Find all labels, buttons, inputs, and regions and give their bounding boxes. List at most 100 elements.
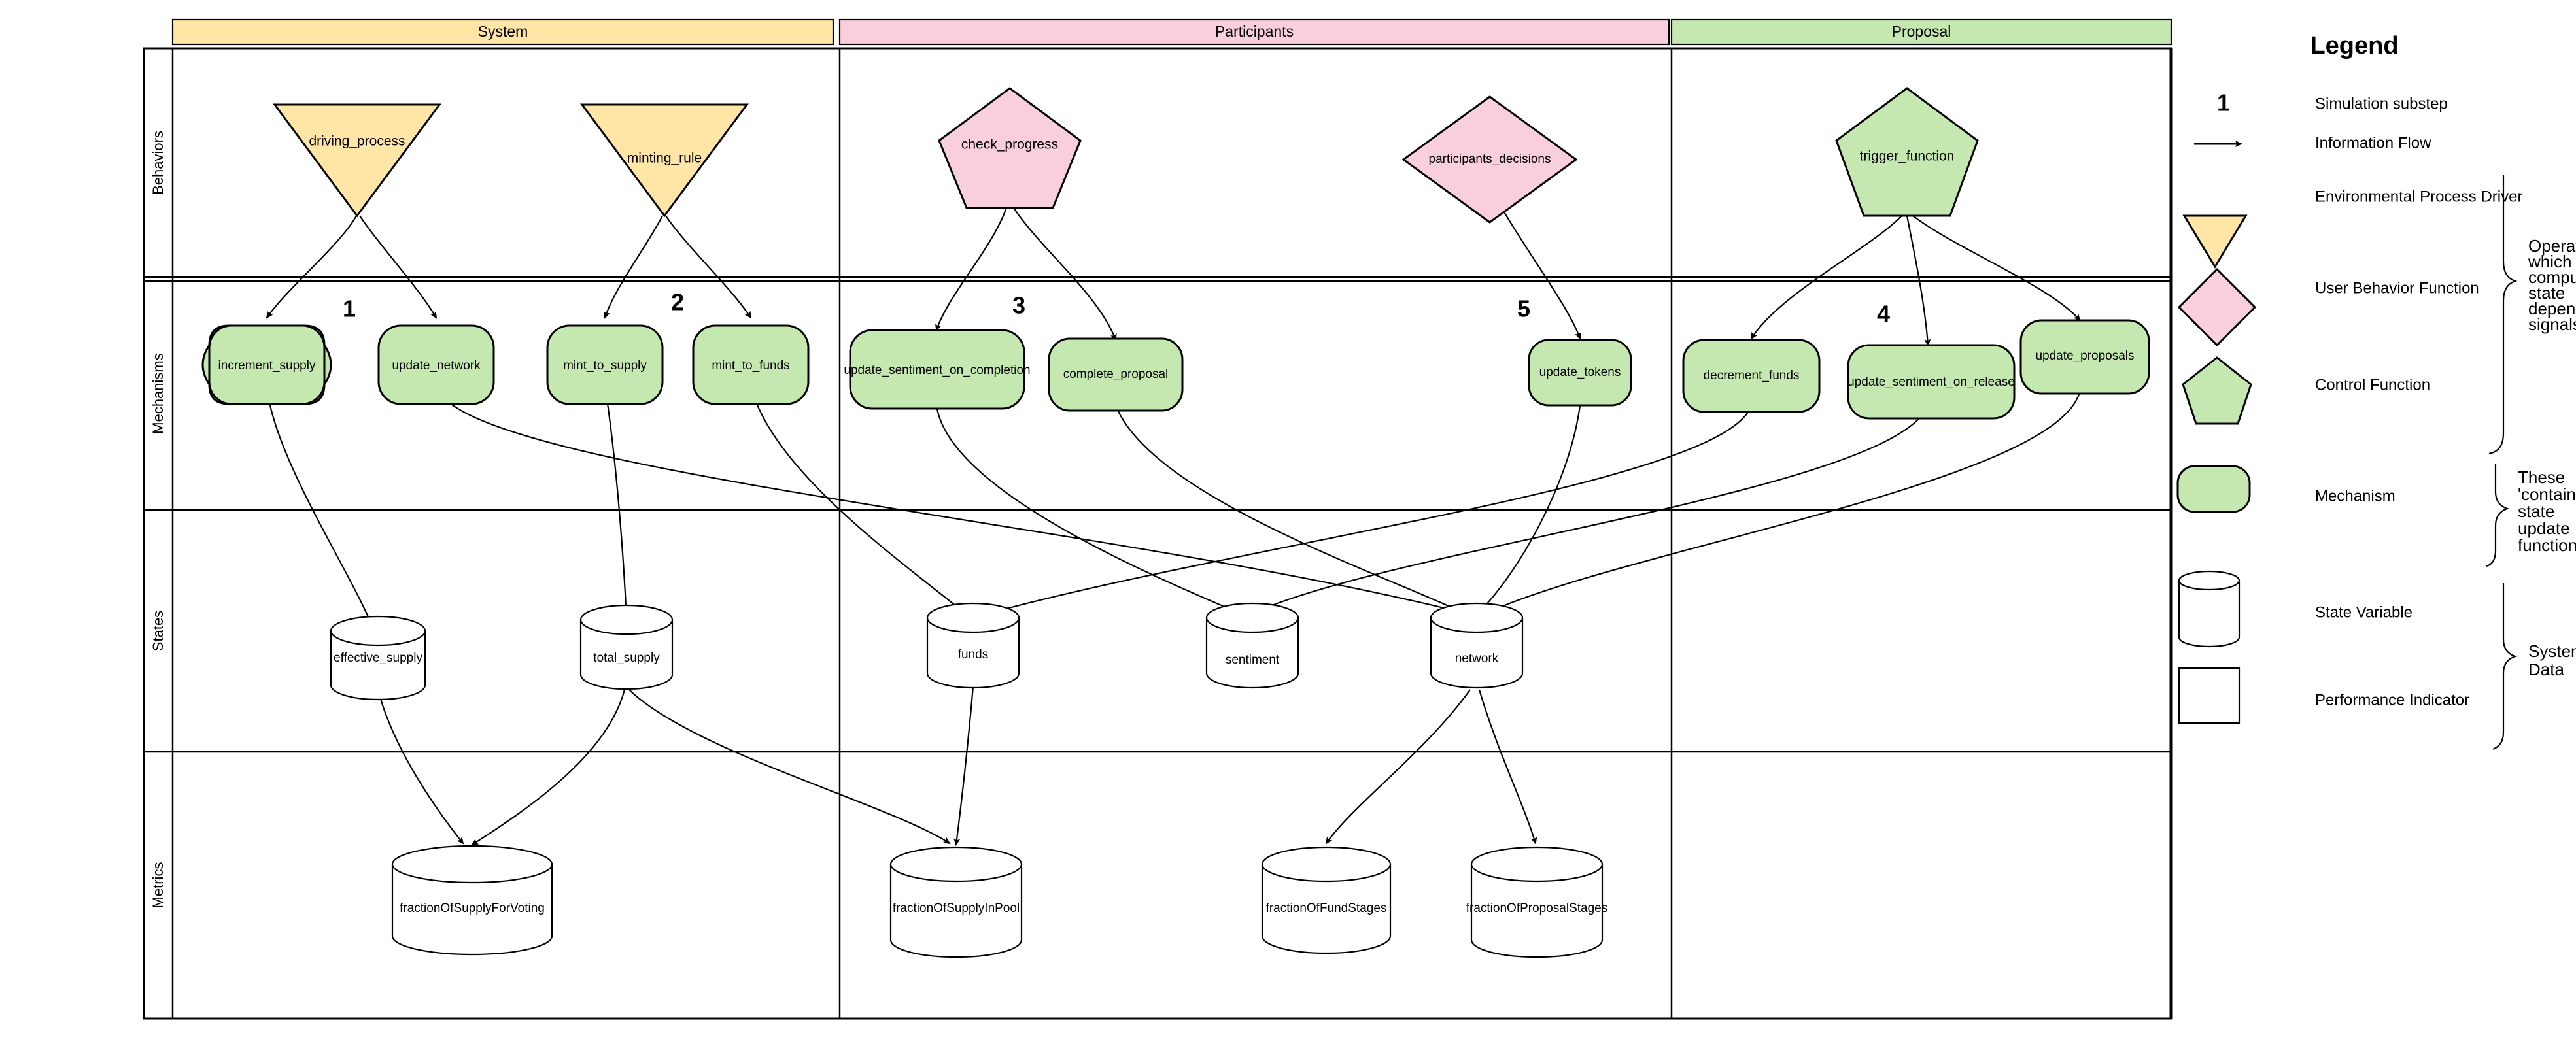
legend: Legend 1 Simulation substep Information …	[2176, 32, 2576, 751]
svg-text:Mechanisms: Mechanisms	[150, 353, 166, 433]
edge-total-supply-to-fraction-of-supply-in-pool	[628, 689, 951, 845]
edge-mint-to-supply-to-total-supply	[604, 385, 630, 621]
behavior-label-check-progress: check_progress	[961, 137, 1058, 152]
mechanism-node-complete-proposal[interactable]: complete_proposal	[1048, 337, 1184, 412]
swimlane-label-participants: Participants	[1215, 23, 1294, 40]
legend-glyph-diamond-icon	[2177, 267, 2257, 347]
edge-driving-process-to-increment-supply	[266, 215, 357, 319]
state-label-sentiment: sentiment	[1226, 653, 1280, 667]
svg-text:functions: functions	[2518, 535, 2576, 555]
swimlane-header-system: System	[171, 18, 834, 46]
svg-text:update: update	[2518, 518, 2570, 538]
mechanism-label-update-network: update_network	[392, 359, 481, 373]
state-node-network[interactable]: network	[1430, 602, 1524, 689]
mechanism-label-update-proposals: update_proposals	[2035, 349, 2134, 363]
swimlane-label-proposal: Proposal	[1892, 23, 1951, 40]
mechanism-node-increment-supply[interactable]: increment_supply	[201, 324, 332, 405]
mechanism-node-update-network[interactable]: update_network	[377, 324, 495, 405]
legend-brace-system-data	[2492, 583, 2518, 751]
legend-label-information-flow: Information Flow	[2315, 134, 2431, 152]
metric-node-fraction-of-proposal-stages[interactable]: fractionOfProposalStages	[1466, 846, 1608, 958]
svg-text:state: state	[2518, 501, 2554, 521]
mechanism-label-update-sentiment-on-completion: update_sentiment_on_completion	[844, 363, 1030, 377]
legend-glyph-rectangle-icon	[2178, 667, 2241, 724]
edge-update-sentiment-on-completion-to-sentiment	[935, 405, 1244, 616]
legend-label-simulation-substep: Simulation substep	[2315, 95, 2448, 112]
legend-glyph-mechanism-icon	[2176, 465, 2251, 513]
mechanism-label-mint-to-supply: mint_to_supply	[563, 359, 647, 373]
edge-update-tokens-to-network	[1475, 405, 1581, 616]
legend-brace-operators	[2488, 175, 2518, 455]
edge-update-network-to-network	[435, 385, 1471, 616]
mechanism-label-update-tokens: update_tokens	[1539, 365, 1621, 379]
metric-node-fraction-of-fund-stages[interactable]: fractionOfFundStages	[1261, 846, 1392, 954]
metric-node-fraction-of-supply-in-pool[interactable]: fractionOfSupplyInPool	[889, 846, 1023, 958]
edge-increment-supply-to-effective-supply	[266, 385, 375, 632]
row-label-metrics: Metrics	[150, 862, 166, 909]
edge-layer	[266, 189, 2081, 846]
state-label-total-supply: total_supply	[593, 651, 660, 665]
row-label-behaviors: Behaviors	[150, 131, 166, 195]
legend-brace-contain	[2486, 464, 2510, 567]
behavior-label-minting-rule: minting_rule	[627, 151, 702, 166]
legend-title: Legend	[2310, 32, 2398, 59]
legend-glyph-triangle-down-icon	[2182, 214, 2248, 269]
svg-text:Behaviors: Behaviors	[150, 131, 166, 195]
behavior-node-participants-decisions[interactable]: participants_decisions	[1401, 95, 1578, 224]
legend-glyph-number-icon: 1	[2217, 90, 2230, 116]
legend-label-environmental-process-driver: Environmental Process Driver	[2315, 188, 2522, 205]
edge-check-progress-to-complete-proposal	[1012, 205, 1117, 341]
behavior-node-driving-process[interactable]: driving_process	[273, 103, 441, 218]
edge-trigger-function-to-update-proposals	[1912, 215, 2081, 322]
swimlane-header-proposal: Proposal	[1670, 18, 2172, 46]
mechanism-label-decrement-funds: decrement_funds	[1704, 369, 1800, 382]
svg-text:state: state	[2528, 283, 2565, 303]
edge-minting-rule-to-mint-to-supply	[604, 215, 663, 319]
metric-label-fraction-of-fund-stages: fractionOfFundStages	[1266, 902, 1387, 915]
legend-label-mechanism: Mechanism	[2315, 487, 2396, 505]
svg-text:These: These	[2518, 467, 2565, 487]
svg-text:which: which	[2528, 252, 2571, 271]
svg-text:System: System	[2528, 641, 2576, 661]
behavior-node-minting-rule[interactable]: minting_rule	[580, 103, 749, 218]
mechanism-node-decrement-funds[interactable]: decrement_funds	[1682, 339, 1821, 413]
mechanism-node-update-sentiment-on-release[interactable]: update_sentiment_on_release	[1847, 344, 2016, 420]
svg-text:'contain': 'contain'	[2518, 484, 2576, 504]
metric-node-fraction-of-supply-for-voting[interactable]: fractionOfSupplyForVoting	[391, 845, 553, 956]
state-label-funds: funds	[958, 648, 988, 662]
legend-label-performance-indicator: Performance Indicator	[2315, 691, 2469, 709]
legend-brace-text-operators: Operators which computes state dependent…	[2528, 236, 2576, 334]
state-node-funds[interactable]: funds	[926, 602, 1020, 689]
mechanism-node-update-tokens[interactable]: update_tokens	[1528, 339, 1632, 407]
behavior-label-trigger-function: trigger_function	[1860, 149, 1955, 164]
state-node-sentiment[interactable]: sentiment	[1205, 602, 1299, 689]
svg-text:Operators: Operators	[2528, 236, 2576, 256]
mechanism-node-update-sentiment-on-completion[interactable]: update_sentiment_on_completion	[844, 329, 1031, 410]
step-number-2: 2	[671, 289, 684, 316]
legend-glyph-pentagon-icon	[2182, 356, 2252, 425]
edge-decrement-funds-to-funds	[978, 405, 1753, 618]
edge-total-supply-to-fraction-of-supply-for-voting	[471, 689, 626, 846]
svg-text:signals: signals	[2528, 314, 2576, 334]
step-number-4: 4	[1877, 301, 1890, 328]
legend-label-control-function: Control Function	[2315, 376, 2430, 394]
mechanism-node-mint-to-supply[interactable]: mint_to_supply	[546, 324, 664, 405]
mechanism-node-mint-to-funds[interactable]: mint_to_funds	[692, 324, 810, 405]
mechanism-label-complete-proposal: complete_proposal	[1063, 367, 1169, 381]
edge-funds-to-fraction-of-supply-in-pool	[953, 686, 974, 846]
svg-text:computes: computes	[2528, 267, 2576, 287]
state-node-total-supply[interactable]: total_supply	[579, 604, 674, 690]
behavior-label-participants-decisions: participants_decisions	[1429, 152, 1551, 166]
step-number-1: 1	[343, 295, 356, 322]
legend-label-user-behavior-function: User Behavior Function	[2315, 279, 2479, 297]
metric-label-fraction-of-supply-in-pool: fractionOfSupplyInPool	[893, 902, 1020, 915]
state-label-effective-supply: effective_supply	[334, 651, 422, 665]
behavior-node-trigger-function[interactable]: trigger_function	[1835, 87, 1979, 217]
behavior-node-check-progress[interactable]: check_progress	[938, 87, 1082, 209]
mechanism-node-update-proposals[interactable]: update_proposals	[2019, 319, 2150, 395]
state-node-effective-supply[interactable]: effective_supply	[330, 615, 426, 701]
edge-check-progress-to-update-sentiment-on-completion	[935, 205, 1008, 331]
legend-brace-text-system-data: System Data	[2528, 641, 2576, 679]
